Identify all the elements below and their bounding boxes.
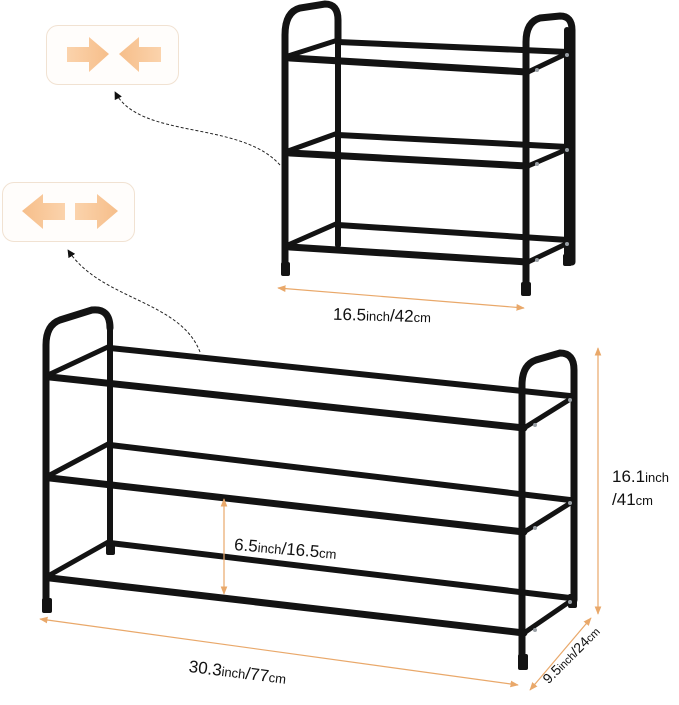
compact-rack bbox=[281, 0, 576, 296]
depth-arrow bbox=[529, 617, 592, 691]
compact-width-arrow bbox=[277, 285, 525, 311]
extended-rack bbox=[42, 306, 578, 670]
extended-width-arrow bbox=[39, 616, 519, 688]
expand-icon-box bbox=[2, 182, 135, 242]
compact-width-label: 16.5inch/42cm bbox=[332, 304, 432, 326]
dashed-pointer-compact bbox=[114, 91, 281, 166]
compress-icon-box bbox=[46, 25, 179, 85]
compress-arrows-icon bbox=[67, 37, 161, 72]
dashed-pointer-extended bbox=[67, 249, 201, 353]
expand-arrows-icon bbox=[22, 194, 118, 229]
height-label: 16.1inch /41cm bbox=[612, 467, 669, 509]
